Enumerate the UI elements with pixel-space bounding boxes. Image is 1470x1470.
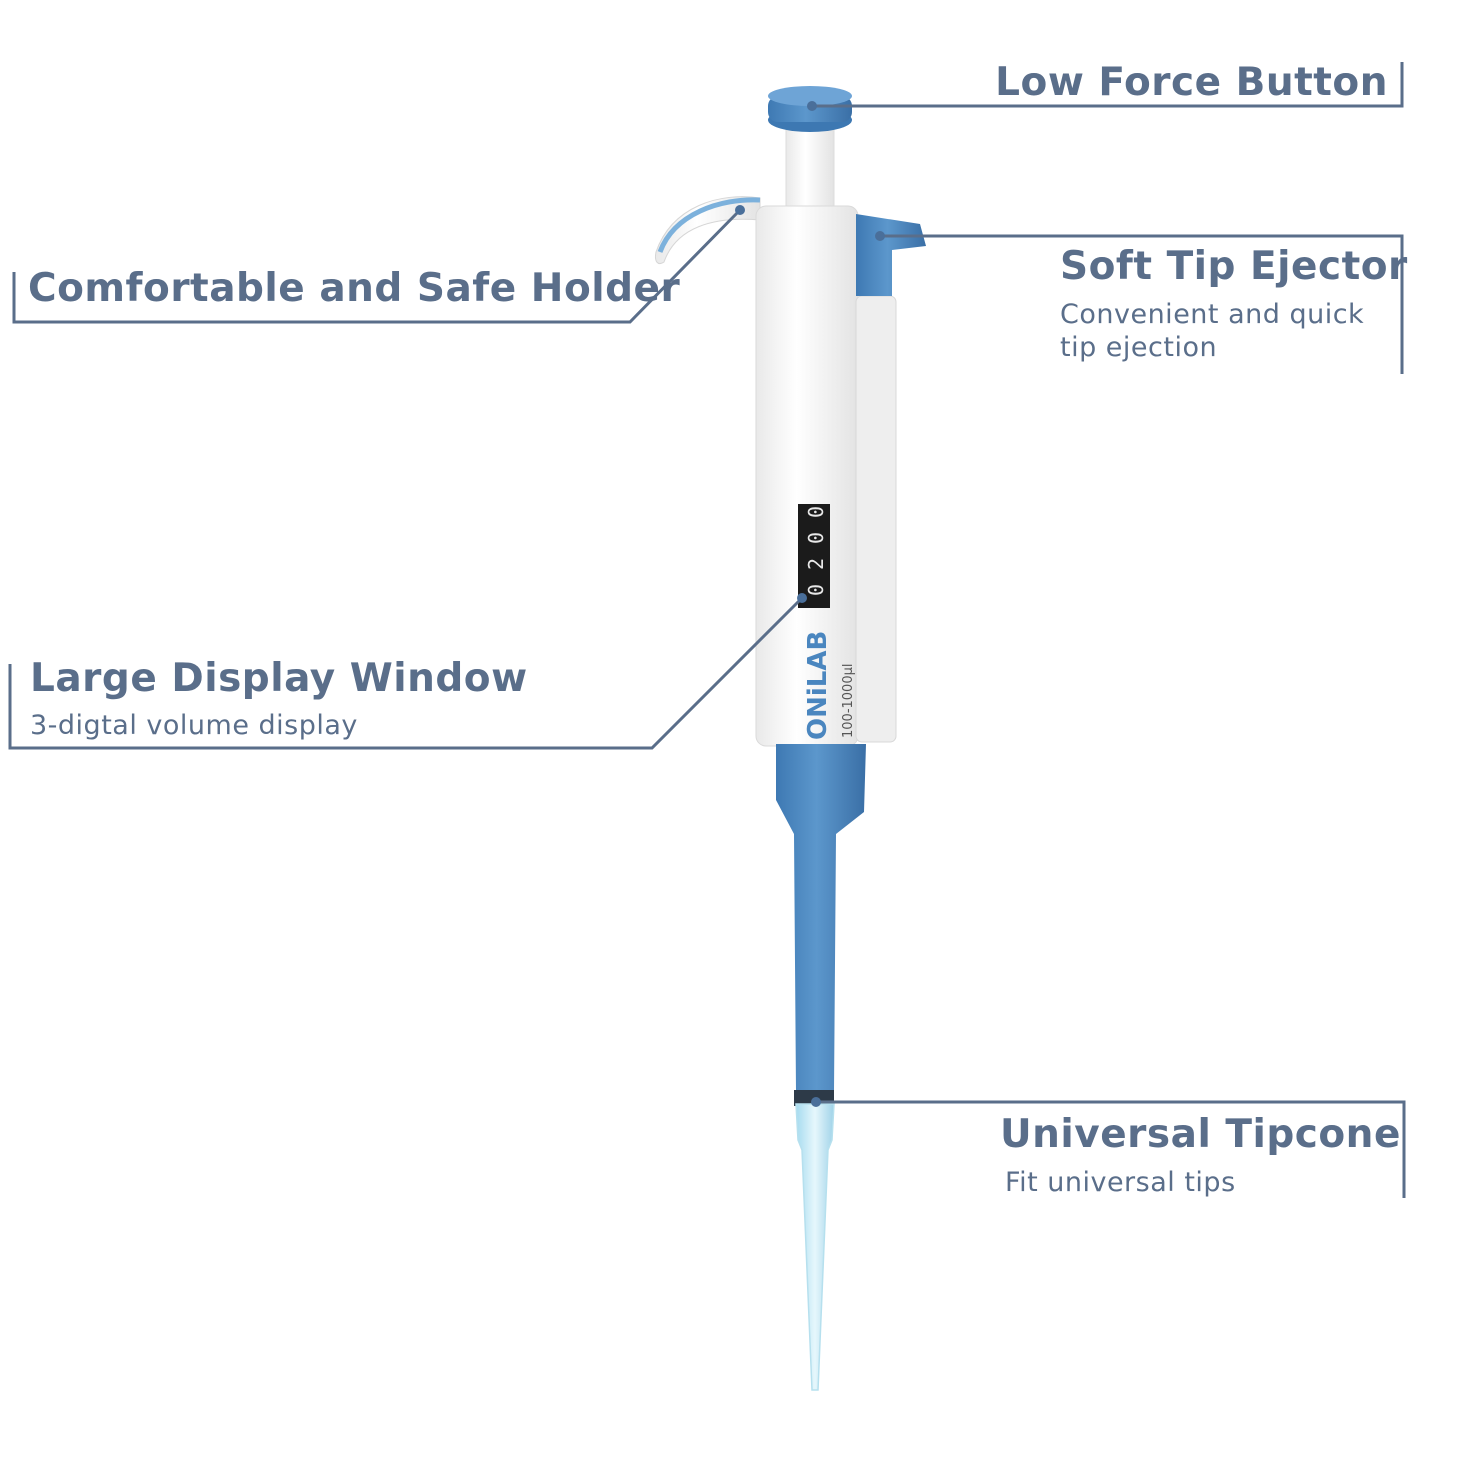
display-window-subtitle: 3-digtal volume display — [30, 710, 358, 741]
finger-holder — [655, 196, 761, 265]
lower-shaft — [776, 744, 866, 1092]
soft-tip-ejector-title: Soft Tip Ejector — [1060, 244, 1408, 289]
display-digit: 0 — [804, 532, 828, 544]
tipcone-subtitle: Fit universal tips — [1005, 1167, 1236, 1198]
soft-tip-ejector-subtitle-2: tip ejection — [1060, 332, 1218, 363]
soft-tip-ejector — [856, 214, 926, 296]
display-digit: 0 — [804, 506, 828, 518]
volume-range-label: 100-1000µl — [841, 664, 856, 738]
soft-tip-ejector-subtitle-1: Convenient and quick — [1060, 299, 1365, 330]
display-digit: 0 — [804, 584, 828, 596]
low-force-button-title: Low Force Button — [995, 60, 1388, 105]
leader-dots — [735, 101, 885, 1107]
holder-title: Comfortable and Safe Holder — [28, 266, 681, 311]
tipcone-title: Universal Tipcone — [1000, 1112, 1401, 1157]
display-window-title: Large Display Window — [30, 656, 528, 701]
display-digit: 2 — [804, 558, 828, 570]
disposable-tip — [795, 1103, 835, 1391]
display-window — [798, 504, 830, 608]
leader-lines — [8, 62, 1406, 1198]
brand-logo: ONiLAB — [803, 631, 833, 740]
plunger-shaft — [785, 117, 835, 215]
